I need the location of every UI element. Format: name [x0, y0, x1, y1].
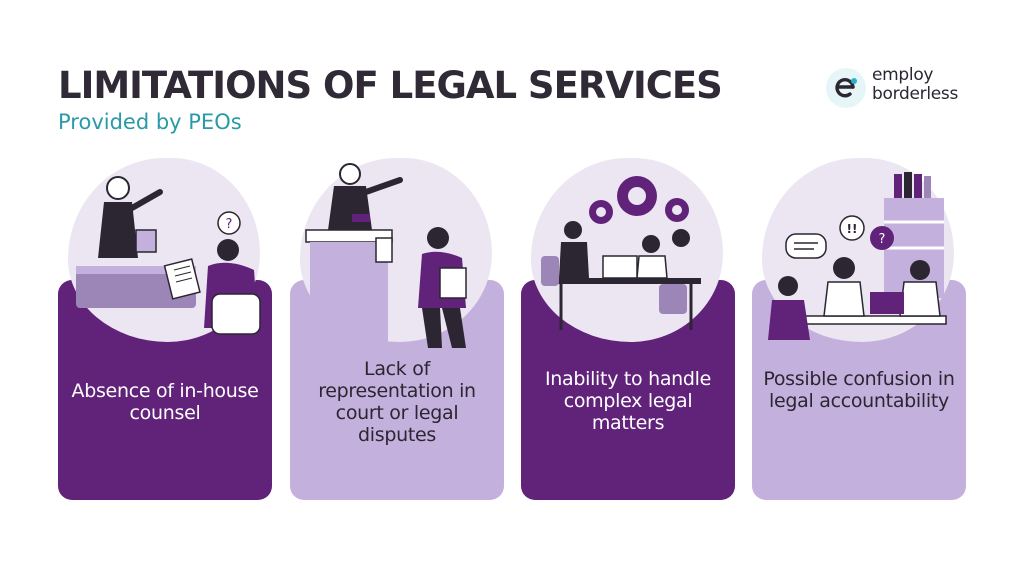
card-label: Inability to handle complex legal matter… — [544, 368, 712, 434]
team-gears-illustration — [541, 176, 701, 330]
gear-icon — [665, 198, 689, 222]
logo-mark-icon — [826, 68, 866, 108]
confused-office-team-illustration: !! ? — [768, 172, 947, 340]
speech-bubble-text: ? — [879, 232, 886, 247]
courtroom-judge-illustration — [305, 163, 467, 348]
gear-icon — [617, 176, 657, 216]
card-legal-accountability: !! ? Possible confusion in legal account… — [752, 158, 966, 500]
card-label: Absence of in-house counsel — [71, 380, 259, 424]
card-complex-matters: Inability to handle complex legal matter… — [521, 158, 735, 500]
card-court-representation: Lack of representation in court or legal… — [290, 158, 504, 500]
gear-icon — [589, 200, 613, 224]
speech-bubble-text: ? — [226, 217, 233, 232]
lawyer-client-meeting-illustration: ? — [76, 176, 261, 335]
page-title: LIMITATIONS OF LEGAL SERVICES — [58, 64, 723, 107]
card-in-house-counsel: ? Absence of in-house counsel — [58, 158, 272, 500]
card-label: Possible confusion in legal accountabili… — [763, 368, 955, 412]
card-label: Lack of representation in court or legal… — [318, 358, 476, 446]
speech-bubble-text: !! — [847, 222, 858, 236]
logo-line-1: employ — [872, 65, 934, 85]
page-subtitle: Provided by PEOs — [58, 110, 242, 134]
brand-logo[interactable]: employ borderless — [826, 66, 986, 114]
logo-wordmark: employ borderless — [872, 66, 958, 104]
logo-line-2: borderless — [872, 84, 959, 104]
